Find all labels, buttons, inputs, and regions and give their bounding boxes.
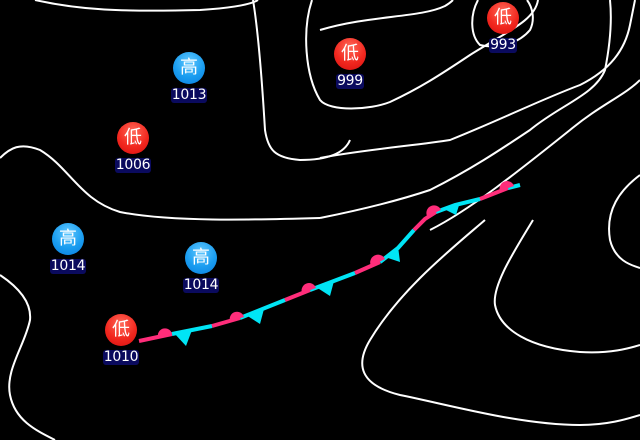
isobar [608, 174, 640, 269]
pressure-value: 1013 [170, 87, 208, 103]
front-warm-segment [412, 210, 438, 232]
isobar [319, 0, 612, 219]
warm-front-bump [426, 205, 441, 216]
cold-front-barb [316, 281, 334, 296]
cold-front-barb [442, 202, 460, 215]
warm-front-bump [229, 311, 244, 321]
cold-front-barb [174, 330, 192, 346]
pressure-value: 1014 [49, 258, 87, 274]
isobar [429, 79, 640, 231]
warm-front-bump [157, 328, 172, 337]
warm-front-bump [370, 254, 385, 266]
isobar [305, 0, 539, 110]
pressure-center-high-1014-east[interactable]: 高 1014 [181, 242, 221, 293]
pressure-value: 1006 [114, 157, 152, 173]
isobar [361, 219, 640, 427]
high-pressure-icon: 高 [52, 223, 84, 255]
isobar [493, 219, 640, 354]
pressure-center-low-1006[interactable]: 低 1006 [113, 122, 153, 173]
cold-front-barb [246, 309, 264, 324]
cold-front-barb [385, 246, 400, 262]
front-warm-segment [479, 186, 509, 201]
isobar [0, 145, 321, 221]
low-pressure-icon: 低 [487, 2, 519, 34]
low-pressure-icon: 低 [105, 314, 137, 346]
pressure-value: 1014 [182, 277, 220, 293]
pressure-center-low-1010[interactable]: 低 1010 [101, 314, 141, 365]
pressure-value: 1010 [102, 349, 140, 365]
pressure-center-low-993[interactable]: 低 993 [483, 2, 523, 53]
high-pressure-icon: 高 [185, 242, 217, 274]
low-pressure-icon: 低 [334, 38, 366, 70]
front-cold-segment [507, 183, 521, 190]
warm-front-bump [301, 283, 316, 293]
pressure-value: 999 [336, 73, 364, 89]
pressure-center-high-1013[interactable]: 高 1013 [169, 52, 209, 103]
isobar [319, 0, 454, 31]
high-pressure-icon: 高 [173, 52, 205, 84]
isobar [0, 274, 56, 440]
warm-front-bump [499, 181, 514, 191]
low-pressure-icon: 低 [117, 122, 149, 154]
isobar [319, 0, 636, 159]
front-warm-segment [284, 288, 311, 302]
stationary-front [138, 181, 521, 346]
pressure-value: 993 [489, 37, 517, 53]
pressure-center-low-999[interactable]: 低 999 [330, 38, 370, 89]
isobar [34, 0, 259, 12]
front-warm-segment [354, 260, 381, 275]
pressure-center-high-1014-west[interactable]: 高 1014 [48, 223, 88, 274]
